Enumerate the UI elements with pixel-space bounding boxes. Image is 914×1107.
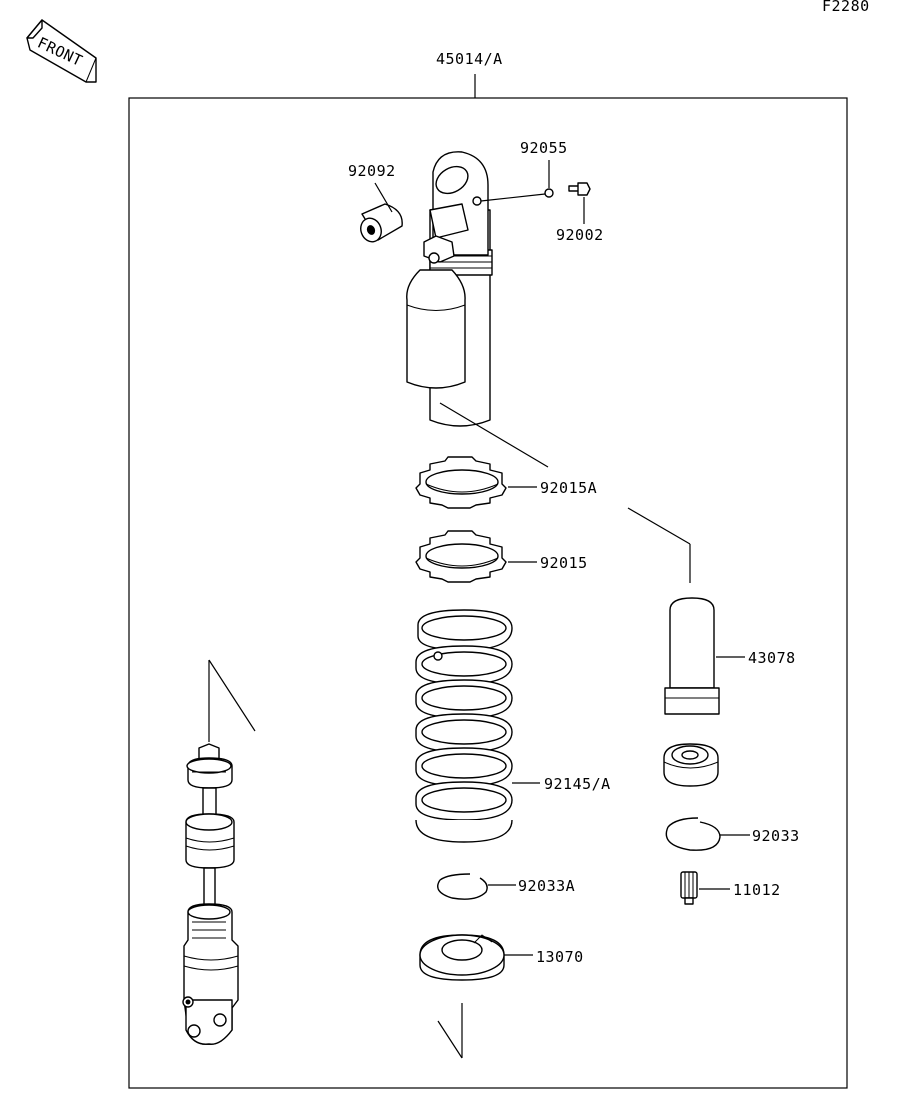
- front-arrow-icon: FRONT: [26, 19, 97, 83]
- callout-92145A: 92145/A: [544, 775, 611, 793]
- circlip-92033A: [437, 873, 488, 900]
- callout-92002: 92002: [556, 226, 604, 244]
- assembly-label: 45014/A: [436, 50, 503, 68]
- callout-92055: 92055: [520, 139, 568, 157]
- callout-43078: 43078: [748, 649, 796, 667]
- circlip-92033: [665, 817, 721, 851]
- damper-rod-assembly: [182, 743, 239, 1045]
- cap-43078: [664, 597, 720, 715]
- valve-cap-11012: [680, 871, 698, 905]
- callout-92015: 92015: [540, 554, 588, 572]
- callout-11012: 11012: [733, 881, 781, 899]
- callout-92033A: 92033A: [518, 877, 575, 895]
- bolt-92002: [568, 182, 591, 196]
- callout-92015A: 92015A: [540, 479, 597, 497]
- callout-13070: 13070: [536, 948, 584, 966]
- assembly-frame: [128, 97, 848, 1089]
- valve-seat: [663, 743, 719, 787]
- spring-92145A: [415, 609, 513, 843]
- diagram-code: F2280: [822, 0, 870, 15]
- bushing-92092: [360, 203, 403, 243]
- locknut-92015A: [415, 456, 507, 509]
- oring-92055: [544, 188, 554, 198]
- callout-92092: 92092: [348, 162, 396, 180]
- nut-92015: [415, 530, 507, 583]
- callout-92033: 92033: [752, 827, 800, 845]
- retainer-13070: [419, 934, 505, 981]
- shock-body: [406, 151, 493, 427]
